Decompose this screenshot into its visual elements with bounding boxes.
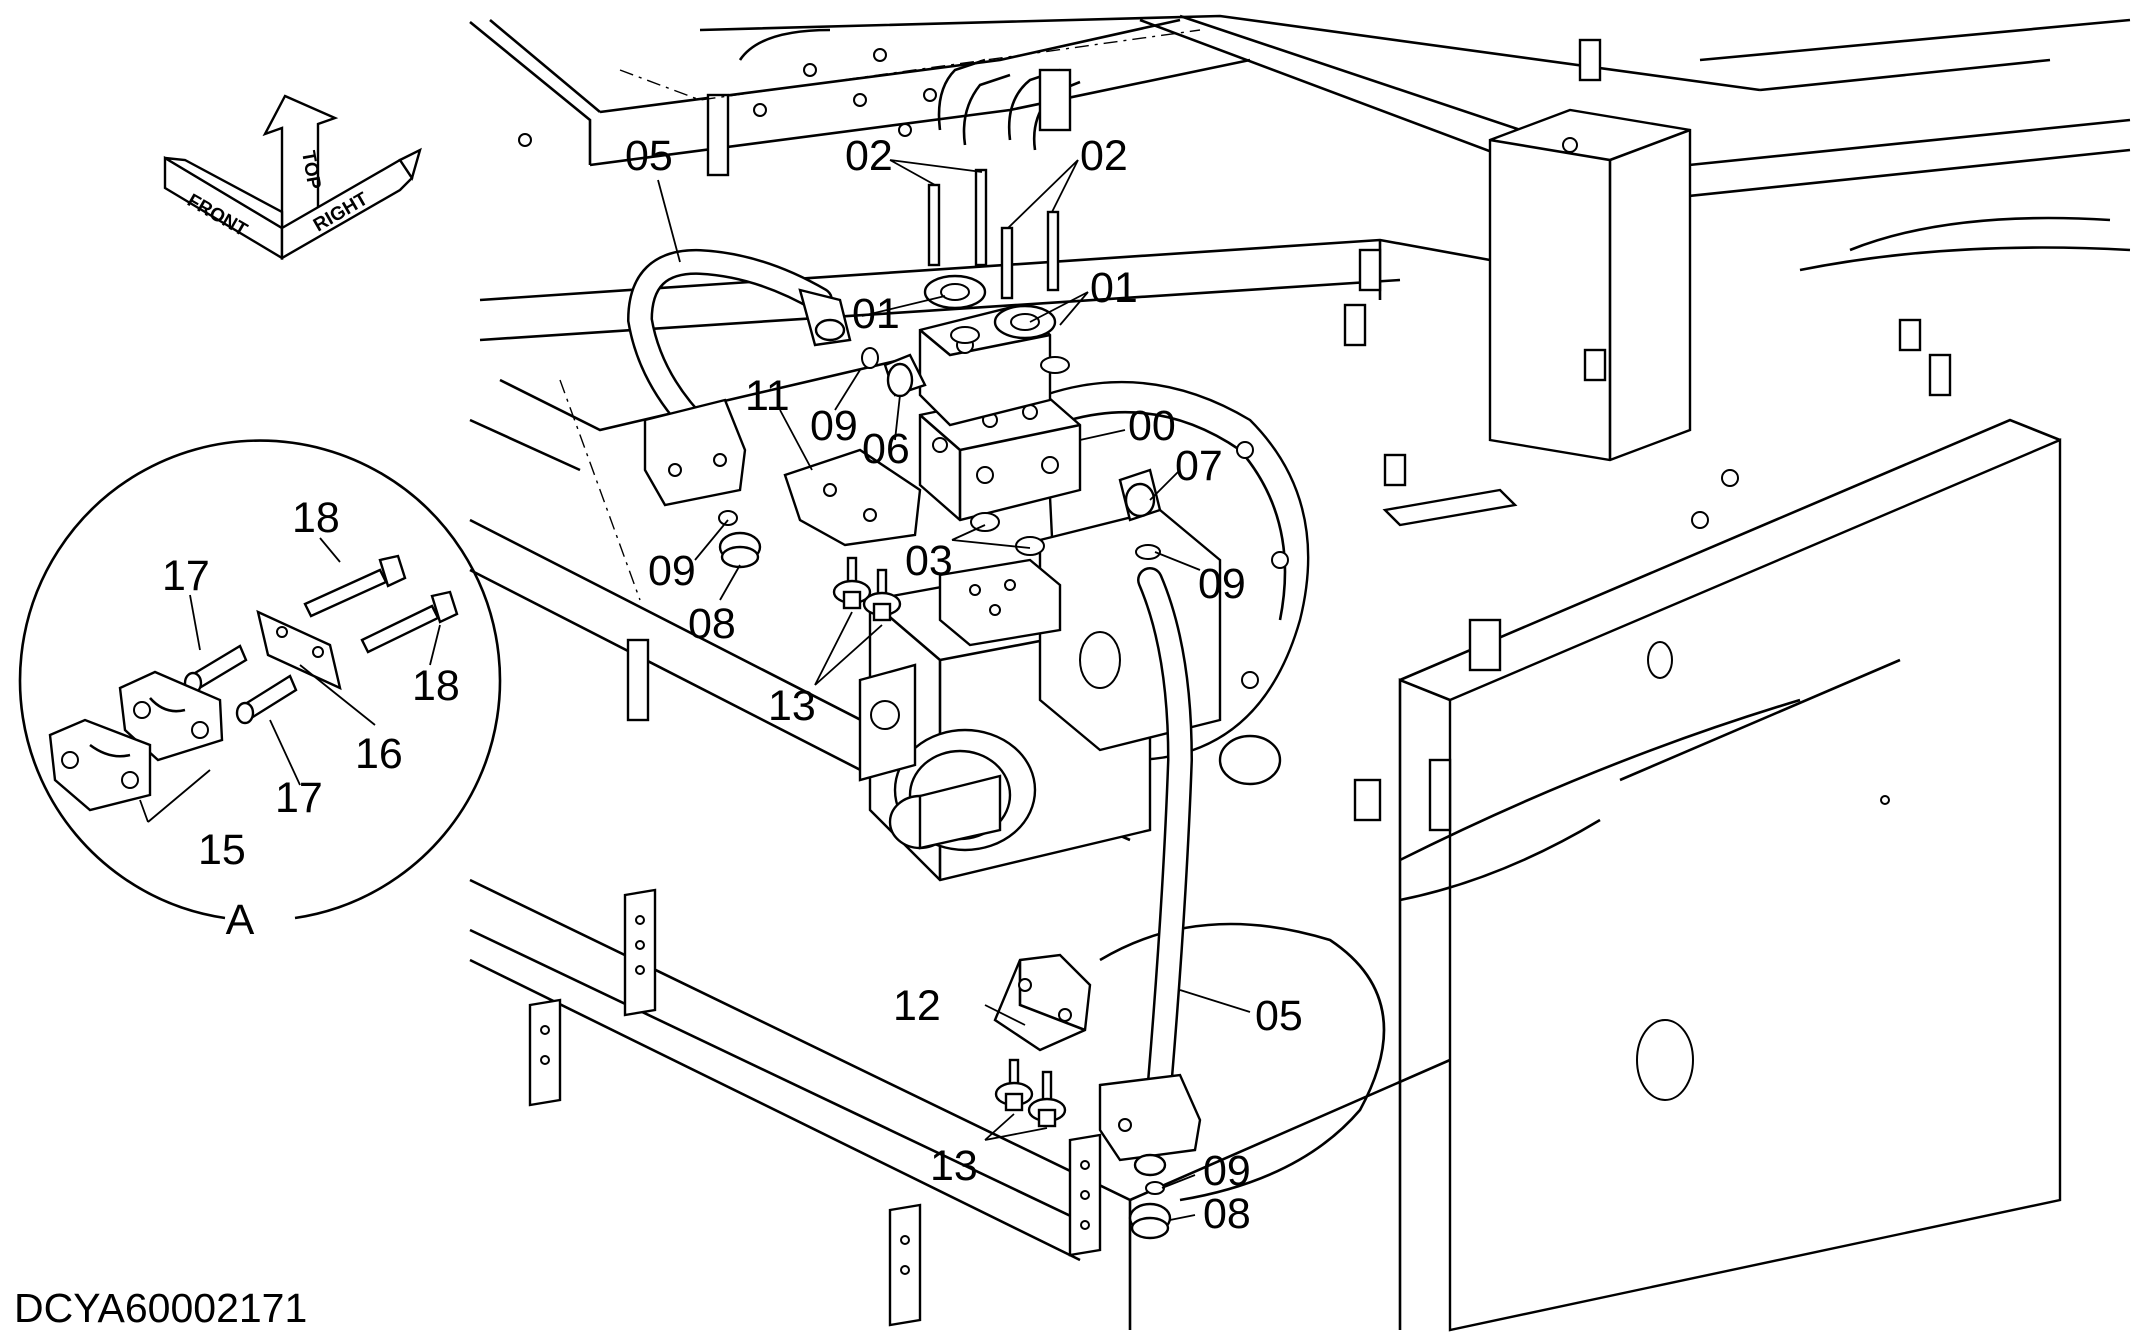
orientation-glyph: TOP FRONT RIGHT	[163, 94, 422, 261]
machine-frame	[469, 14, 2131, 1332]
hose-upper	[626, 248, 852, 507]
callout-03: 03	[905, 537, 953, 585]
bracket-12	[993, 953, 1092, 1052]
detail-a-label: A	[226, 896, 255, 944]
mounts-upper	[832, 556, 902, 622]
callout-13-lower: 13	[930, 1142, 978, 1190]
callout-11: 11	[745, 372, 790, 420]
callout-05-upper: 05	[625, 132, 673, 180]
callout-01-left: 01	[852, 290, 900, 338]
callout-07: 07	[1175, 442, 1223, 490]
callout-09-bottom: 09	[1203, 1147, 1251, 1195]
document-id: DCYA60002171	[14, 1285, 307, 1331]
callout-18-top: 18	[292, 494, 340, 542]
callout-18-right: 18	[412, 662, 460, 710]
callout-09-left: 09	[648, 547, 696, 595]
callout-17-bottom: 17	[275, 774, 323, 822]
callout-00: 00	[1128, 402, 1176, 450]
callout-05-lower: 05	[1255, 992, 1303, 1040]
detail-clamp-lower	[48, 718, 152, 812]
callout-08-bottom: 08	[1203, 1190, 1251, 1238]
post-mid	[528, 998, 562, 1107]
post-lower	[888, 1203, 922, 1327]
hose-lower	[1098, 567, 1202, 1177]
callout-13-upper: 13	[768, 682, 816, 730]
callout-06: 06	[862, 425, 910, 473]
callout-01-right: 01	[1090, 264, 1138, 312]
callout-02-left: 02	[845, 132, 893, 180]
detail-spacer-lower	[235, 674, 298, 725]
detail-clamp-upper	[118, 670, 224, 762]
mounts-lower	[994, 1058, 1067, 1128]
callout-labels: 05 02 02 01 01 11 09 06 00 07 09 03 09 0…	[162, 132, 1303, 1238]
callout-17-left: 17	[162, 552, 210, 600]
flange-bolts	[923, 58, 1081, 374]
detail-spacer-upper	[183, 644, 248, 695]
fittings	[718, 347, 1172, 1240]
leader-lines	[139, 159, 1251, 1221]
detail-bolt-lower	[360, 590, 459, 654]
callout-16: 16	[355, 730, 403, 778]
callout-09-right: 09	[1198, 560, 1246, 608]
callout-02-right: 02	[1080, 132, 1128, 180]
callout-08-upper: 08	[688, 600, 736, 648]
pump-assembly	[783, 303, 1310, 882]
callout-15: 15	[198, 826, 246, 874]
callout-09-upper: 09	[810, 402, 858, 450]
post-right-lower	[1068, 1133, 1102, 1257]
post-left	[623, 888, 657, 1017]
callout-12: 12	[893, 982, 941, 1030]
detail-bolt-upper	[303, 554, 407, 618]
detail-a: A	[18, 439, 502, 944]
